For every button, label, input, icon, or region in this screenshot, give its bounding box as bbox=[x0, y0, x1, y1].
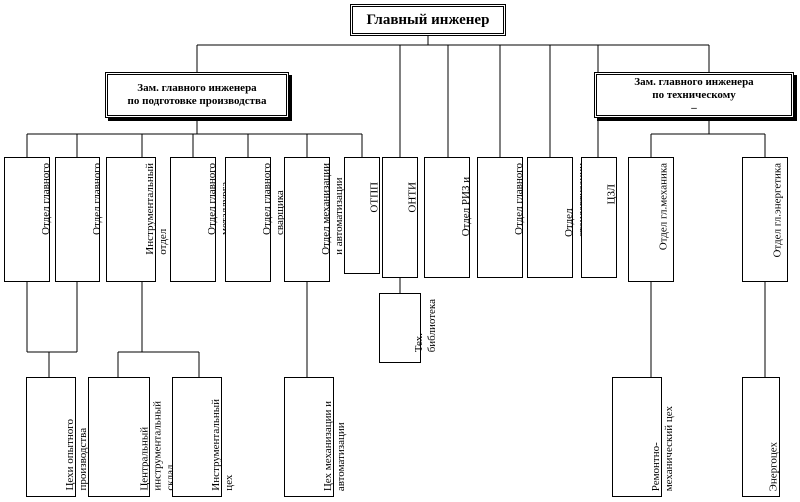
dept-chief-mechanic-label: Отдел гл.механика bbox=[657, 163, 670, 251]
dept-chief-metallurgist: Отдел главного металлурга bbox=[170, 157, 231, 282]
dept-chief-power-label: Отдел гл.энергетика bbox=[771, 163, 784, 258]
unit-mech-shop-label: Цех механизации и автоматизации bbox=[322, 400, 347, 491]
deputy-technical-box: Зам. главного инженера по техническому – bbox=[594, 72, 794, 118]
dept-onti: ОНТИ bbox=[382, 157, 419, 278]
deputy-production-box: Зам. главного инженера по подготовке про… bbox=[105, 72, 289, 118]
dept-tool-department: Инструментальный отдел bbox=[106, 157, 169, 282]
chief-engineer-box: Главный инженер bbox=[350, 4, 506, 36]
unit-power-shop: Энергоцех bbox=[742, 377, 780, 497]
dept-tool-department-label: Инструментальный отдел bbox=[144, 163, 169, 255]
dept-standardization: Отдел стандартизации bbox=[527, 157, 588, 278]
unit-repair-shop: Ремонтно- механический цех bbox=[612, 377, 675, 497]
dept-onti-label: ОНТИ bbox=[406, 182, 419, 213]
dept-chief-metrologist: Отдел главного метролога bbox=[477, 157, 538, 278]
unit-tech-library-label: Тех. библиотека bbox=[413, 299, 438, 353]
dept-chief-technologist: Отдел главного технолога bbox=[55, 157, 116, 282]
dept-otpp-label: ОТПП bbox=[368, 182, 381, 213]
unit-pilot-shops-label: Цехи опытного производства bbox=[64, 419, 89, 491]
unit-central-tool-store: Центральный инструментальный склад bbox=[88, 377, 177, 497]
unit-tool-shop: Инструментальный цех bbox=[172, 377, 235, 497]
dept-chief-welder: Отдел главного сварщика bbox=[225, 157, 286, 282]
dept-chief-power: Отдел гл.энергетика bbox=[742, 157, 788, 282]
dept-otpp: ОТПП bbox=[344, 157, 381, 274]
dept-riz: Отдел РИЗ и патентоведения bbox=[424, 157, 485, 278]
unit-mech-shop: Цех механизации и автоматизации bbox=[284, 377, 347, 497]
unit-tech-library: Тех. библиотека bbox=[379, 293, 438, 363]
deputy-production-label: Зам. главного инженера по подготовке про… bbox=[127, 82, 267, 107]
dept-mechanization: Отдел механизации и автоматизации bbox=[284, 157, 345, 282]
unit-repair-shop-label: Ремонтно- механический цех bbox=[650, 405, 675, 491]
dept-chief-designer: Отдел главного конструктора bbox=[4, 157, 65, 282]
dept-czl: ЦЗЛ bbox=[581, 157, 618, 278]
unit-power-shop-label: Энергоцех bbox=[767, 441, 780, 491]
chief-engineer-label: Главный инженер bbox=[366, 12, 490, 28]
unit-tool-shop-label: Инструментальный цех bbox=[210, 399, 235, 491]
deputy-technical-label: Зам. главного инженера по техническому – bbox=[634, 75, 754, 114]
dept-mechanization-label: Отдел механизации и автоматизации bbox=[320, 163, 345, 255]
dept-chief-mechanic: Отдел гл.механика bbox=[628, 157, 674, 282]
dept-czl-label: ЦЗЛ bbox=[605, 184, 618, 205]
unit-pilot-shops: Цехи опытного производства bbox=[26, 377, 89, 497]
